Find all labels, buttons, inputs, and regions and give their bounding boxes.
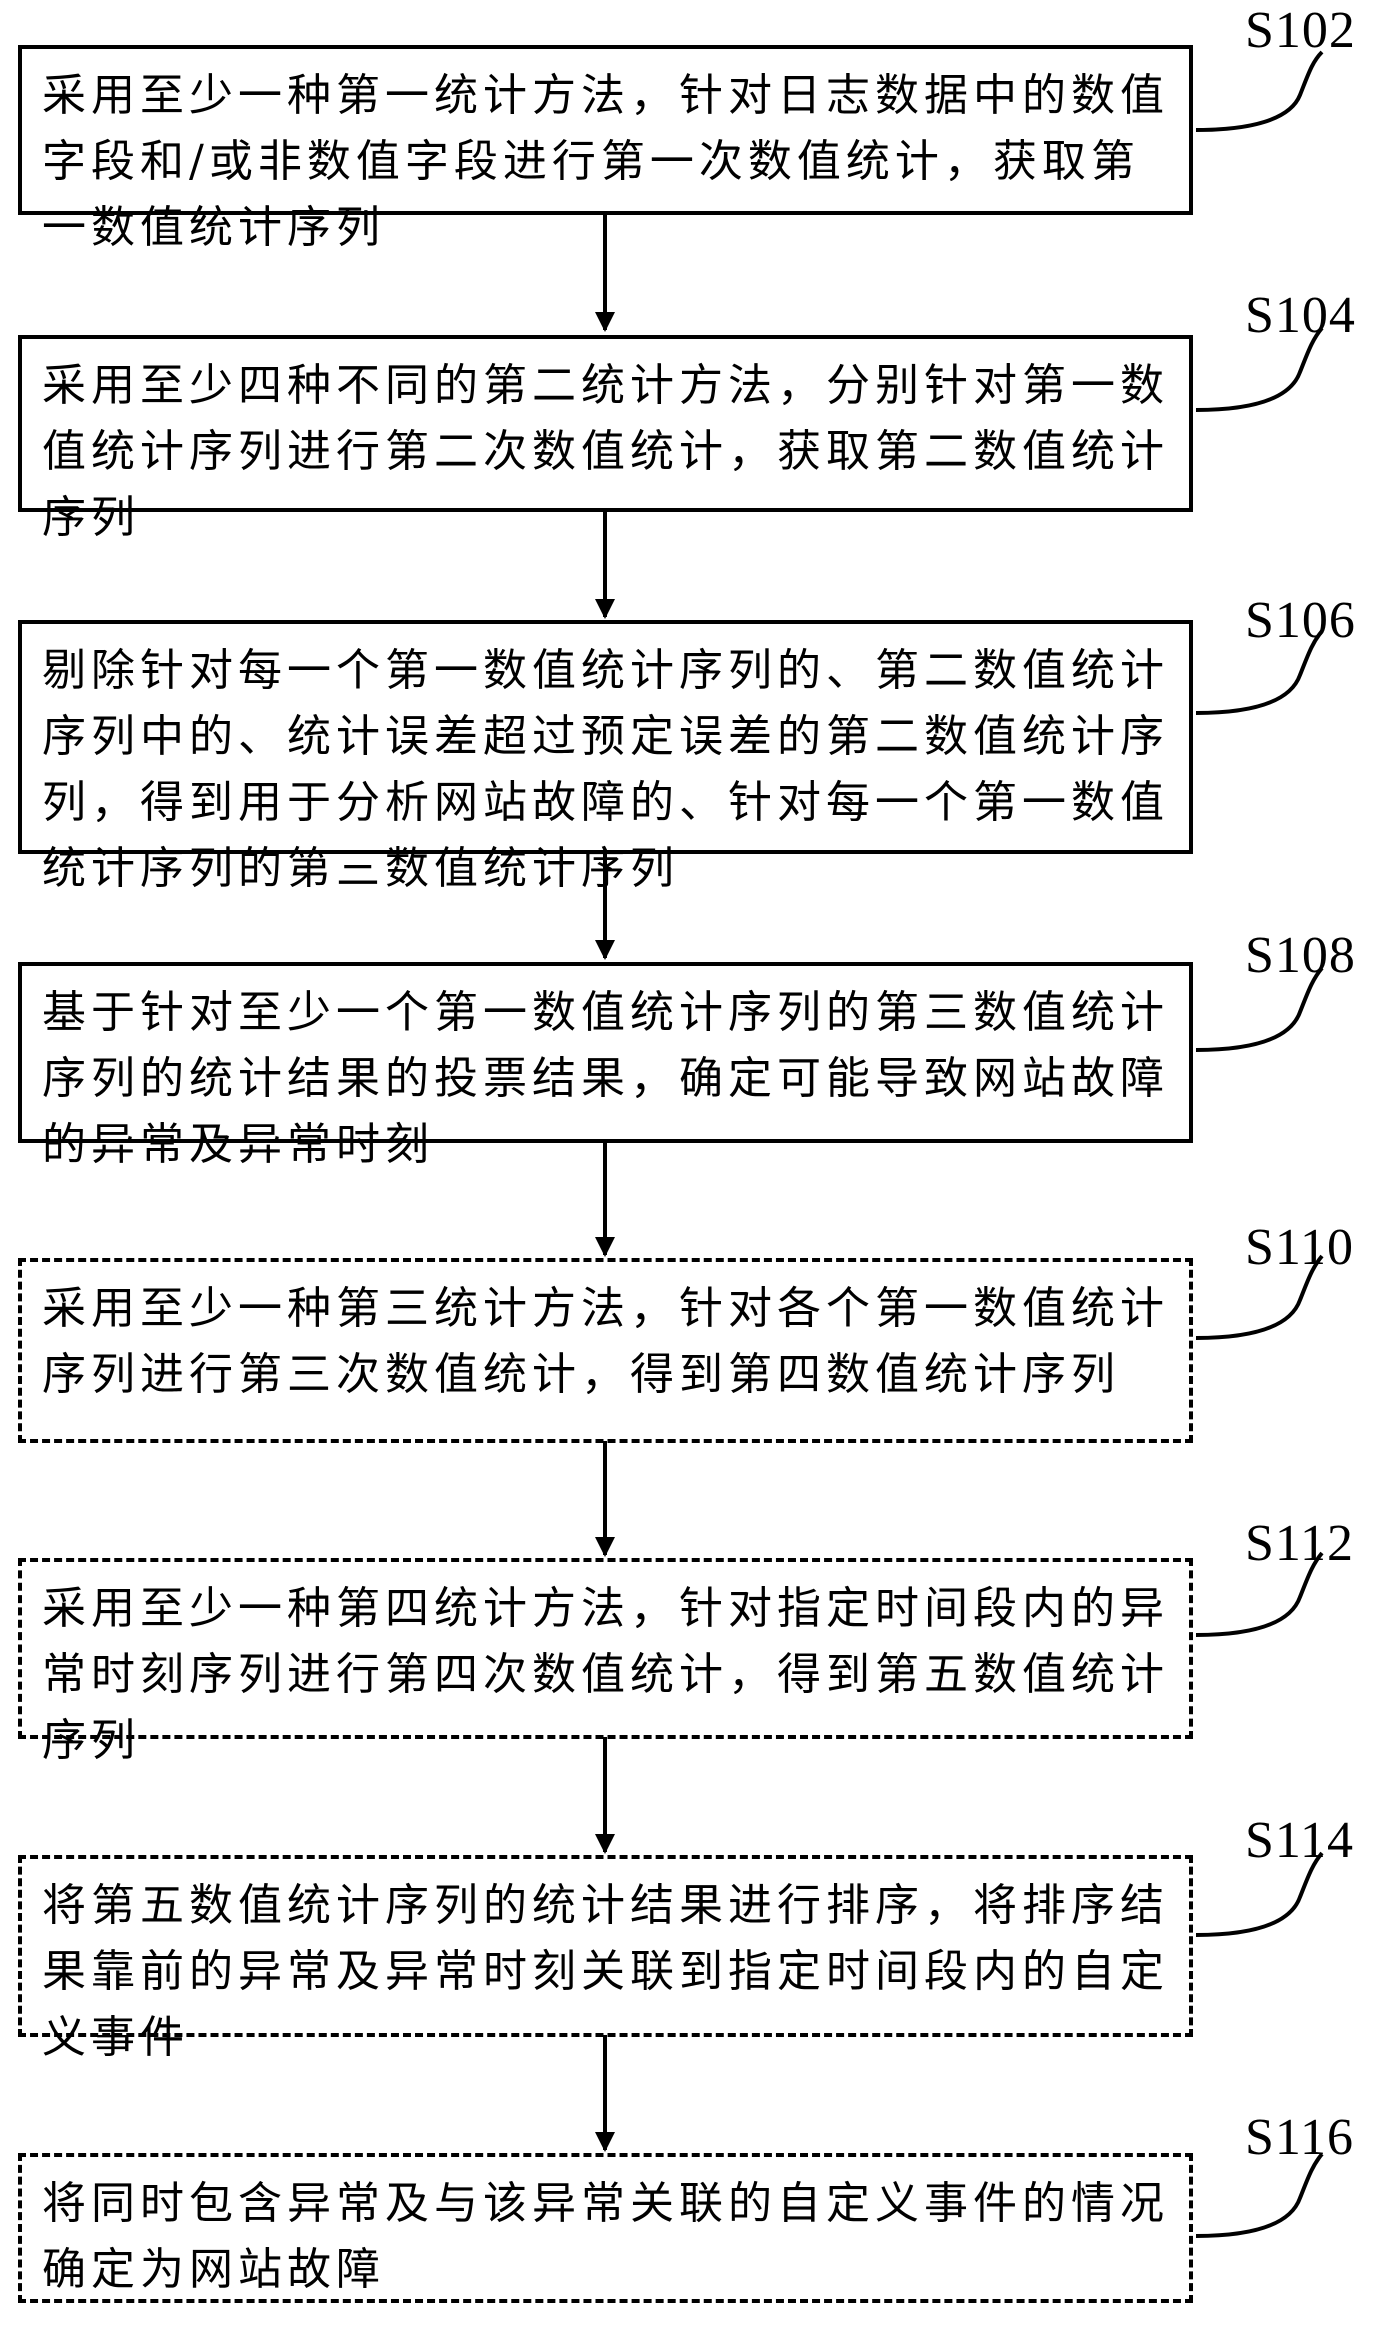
leader-s102 [1195, 50, 1324, 132]
step-box-s104: 采用至少四种不同的第二统计方法，分别针对第一数值统计序列进行第二次数值统计，获取… [18, 335, 1193, 543]
step-text-s106: 剔除针对每一个第一数值统计序列的、第二数值统计序列中的、统计误差超过预定误差的第… [42, 645, 1169, 894]
step-box-s108: 基于针对至少一个第一数值统计序列的第三数值统计序列的统计结果的投票结果，确定可能… [18, 962, 1193, 1170]
step-label-s114: S114 [1245, 1812, 1354, 1869]
step-label-s108: S108 [1245, 927, 1356, 984]
step-text-s108: 基于针对至少一个第一数值统计序列的第三数值统计序列的统计结果的投票结果，确定可能… [42, 987, 1169, 1170]
step-box-s110: 采用至少一种第三统计方法，针对各个第一数值统计序列进行第三次数值统计，得到第四数… [18, 1258, 1193, 1443]
step-label-s104: S104 [1245, 287, 1356, 344]
leader-s106 [1195, 629, 1324, 715]
step-label-s106: S106 [1245, 592, 1356, 649]
step-box-s106: 剔除针对每一个第一数值统计序列的、第二数值统计序列中的、统计误差超过预定误差的第… [18, 620, 1193, 894]
step-box-s112: 采用至少一种第四统计方法，针对指定时间段内的异常时刻序列进行第四次数值统计，得到… [18, 1558, 1193, 1766]
step-text-s102: 采用至少一种第一统计方法，针对日志数据中的数值字段和/或非数值字段进行第一次数值… [42, 70, 1169, 253]
step-label-s102: S102 [1245, 2, 1356, 59]
leader-s112 [1195, 1551, 1324, 1637]
step-box-s114: 将第五数值统计序列的统计结果进行排序，将排序结果靠前的异常及异常时刻关联到指定时… [18, 1855, 1193, 2063]
step-label-s116: S116 [1245, 2109, 1354, 2166]
leader-s114 [1195, 1851, 1324, 1937]
step-text-s104: 采用至少四种不同的第二统计方法，分别针对第一数值统计序列进行第二次数值统计，获取… [42, 360, 1169, 543]
step-box-s102: 采用至少一种第一统计方法，针对日志数据中的数值字段和/或非数值字段进行第一次数值… [18, 45, 1193, 253]
step-label-s110: S110 [1245, 1219, 1354, 1276]
step-text-s112: 采用至少一种第四统计方法，针对指定时间段内的异常时刻序列进行第四次数值统计，得到… [42, 1583, 1169, 1766]
step-text-s110: 采用至少一种第三统计方法，针对各个第一数值统计序列进行第三次数值统计，得到第四数… [42, 1283, 1169, 1400]
leader-s108 [1195, 966, 1324, 1052]
step-text-s114: 将第五数值统计序列的统计结果进行排序，将排序结果靠前的异常及异常时刻关联到指定时… [42, 1880, 1169, 2063]
step-text-s116: 将同时包含异常及与该异常关联的自定义事件的情况确定为网站故障 [42, 2178, 1169, 2295]
leader-s110 [1195, 1254, 1324, 1340]
leader-s104 [1195, 326, 1324, 412]
step-box-s116: 将同时包含异常及与该异常关联的自定义事件的情况确定为网站故障 [18, 2153, 1193, 2303]
leader-s116 [1195, 2152, 1324, 2238]
step-label-s112: S112 [1245, 1515, 1354, 1572]
